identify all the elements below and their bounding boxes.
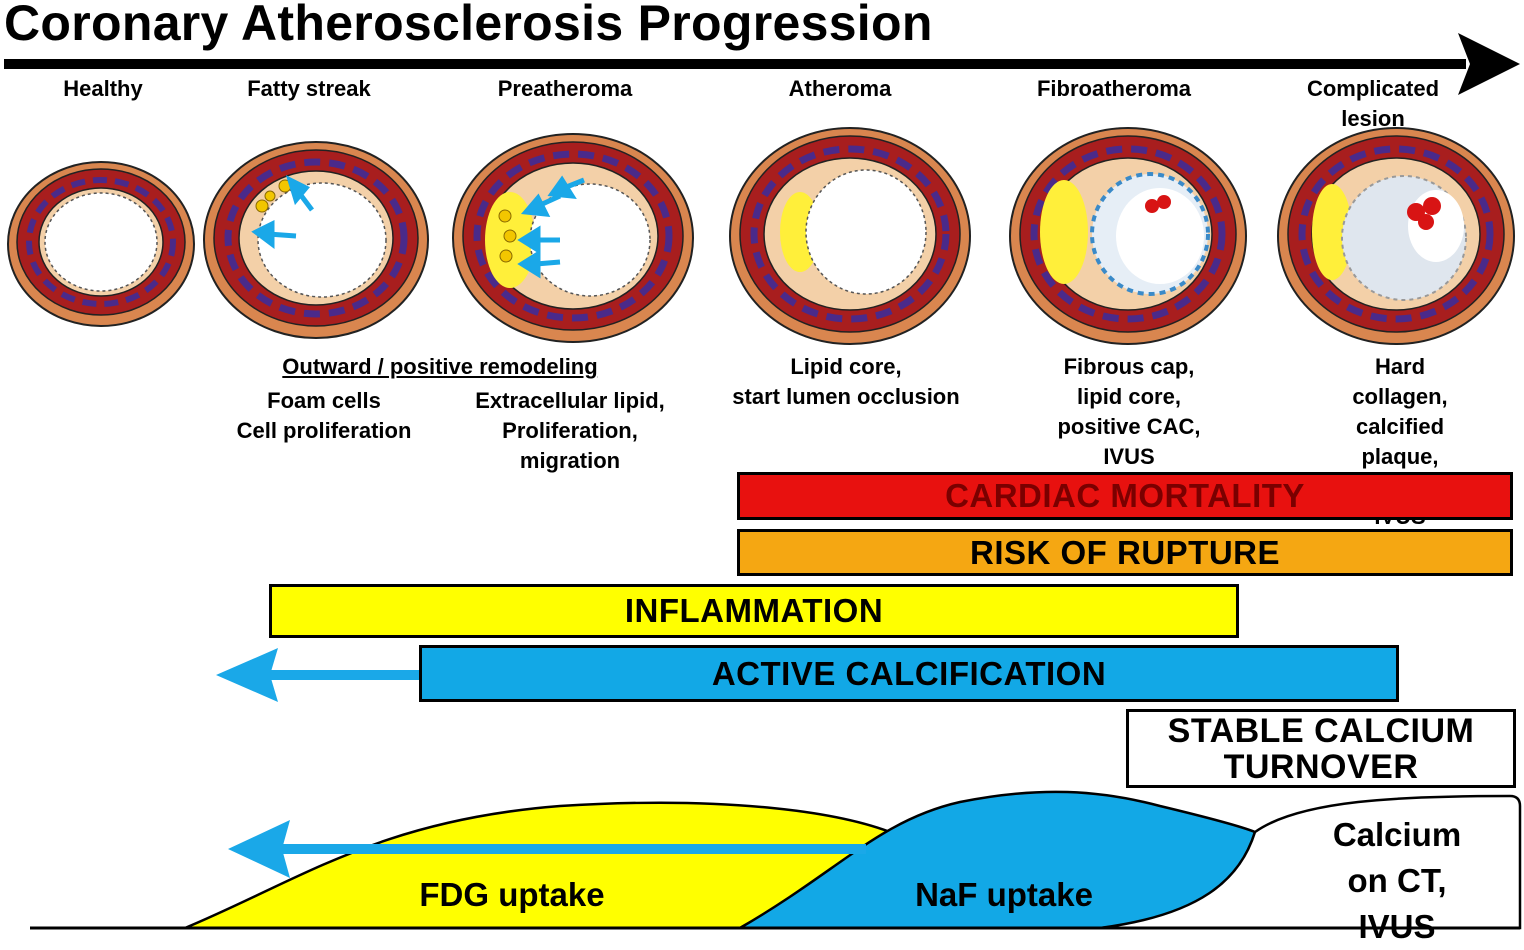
stable-calcium-line1: STABLE CALCIUM [1167,711,1475,750]
desc-atheroma: Lipid core, start lumen occlusion [732,354,960,409]
infiltration-arrows [251,175,585,279]
active-calcification-bar: ACTIVE CALCIFICATION [419,645,1399,702]
cardiac-mortality-bar: CARDIAC MORTALITY [737,472,1513,520]
stage-label-fatty-streak: Fatty streak [247,76,371,101]
vessel-fatty-streak [203,141,429,339]
stage-label-atheroma: Atheroma [788,76,892,101]
stage-label-healthy: Healthy [63,76,143,101]
calcification-left-arrow [216,648,422,702]
active-calcification-label: ACTIVE CALCIFICATION [711,654,1107,692]
naf-uptake-label: NaF uptake [915,876,1093,913]
cardiac-mortality-label: CARDIAC MORTALITY [945,477,1305,514]
page-title: Coronary Atherosclerosis Progression [4,0,933,51]
risk-of-rupture-bar: RISK OF RUPTURE [737,529,1513,576]
desc-fibroatheroma: Fibrous cap, lipid core, positive CAC, I… [1057,354,1201,469]
stage-label-complicated-lesion: Complicated lesion [1306,76,1440,131]
risk-of-rupture-label: RISK OF RUPTURE [969,533,1280,571]
vessel-healthy [7,161,195,327]
fdg-uptake-label: FDG uptake [419,876,605,913]
desc-fatty-streak: Foam cells Cell proliferation [236,388,412,443]
vessel-fibroatheroma [1009,127,1247,345]
inflammation-label: INFLAMMATION [624,592,884,629]
stage-label-fibroatheroma: Fibroatheroma [1036,76,1192,101]
desc-preatheroma: Extracellular lipid, Proliferation, migr… [475,388,665,473]
vessel-atheroma [729,127,971,345]
stable-calcium-turnover-bar: STABLE CALCIUM TURNOVER [1126,709,1516,788]
vessel-preatheroma [452,133,694,343]
vessel-complicated-lesion [1277,127,1515,345]
stage-label-preatheroma: Preatheroma [497,76,633,101]
uptake-curves [30,790,1522,930]
calcium-ct-label: Calcium on CT, IVUS [1332,816,1462,945]
inflammation-bar: INFLAMMATION [269,584,1239,638]
progression-arrow [4,33,1520,95]
calcium-curve [1099,794,1522,930]
stable-calcium-line2: TURNOVER [1223,747,1419,786]
fdg-uptake-curve [184,801,903,930]
remodeling-label: Outward / positive remodeling [282,354,598,379]
